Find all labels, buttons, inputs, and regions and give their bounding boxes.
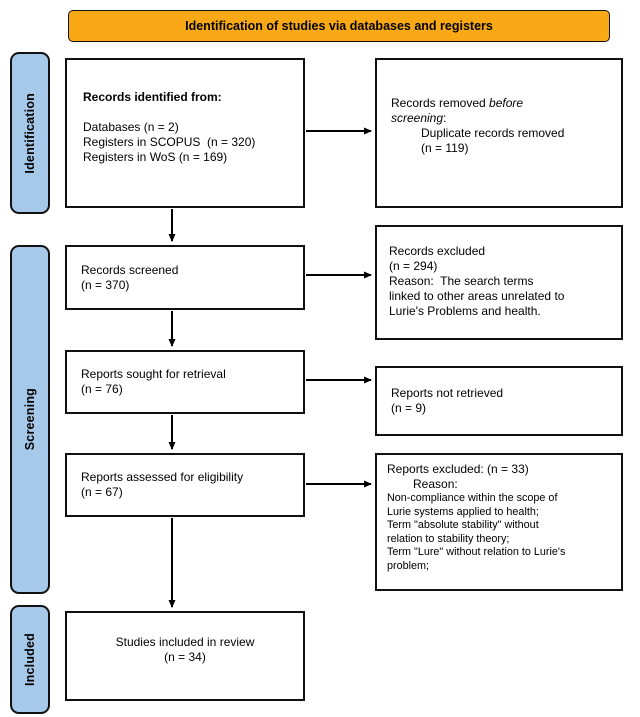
box-records-identified: Records identified from: Databases (n = … [65,58,305,208]
records-screened-count: (n = 370) [81,277,130,292]
reports-excluded-reason: Lurie systems applied to health; [387,505,539,518]
reports-excluded-reason: Non-compliance within the scope of [387,492,558,504]
stage-identification: Identification [10,52,50,214]
studies-included-line: Studies included in review [115,635,255,649]
reports-assessed-line: Reports assessed for eligibility [81,470,244,484]
records-removed-heading2: screening: [391,111,613,126]
diagram-title-label: Identification of studies via databases … [185,19,493,33]
stage-screening: Screening [10,245,50,594]
diagram-title: Identification of studies via databases … [68,10,610,42]
box-reports-assessed: Reports assessed for eligibility (n = 67… [65,453,305,517]
box-reports-not-retrieved: Reports not retrieved (n = 9) [375,366,623,436]
reports-sought-line: Reports sought for retrieval [81,367,226,381]
records-removed-text: : [443,111,447,125]
reports-excluded-reason-label: Reason: [413,477,458,491]
records-removed-detail: (n = 119) [421,141,469,155]
records-identified-line: Databases (n = 2) [83,120,179,134]
records-removed-heading: Records removed before [391,96,613,111]
records-identified-heading: Records identified from: [83,90,222,104]
records-excluded-count: (n = 294) [389,259,438,273]
reports-sought-count: (n = 76) [81,382,123,396]
records-excluded-reason: Lurie's Problems and health. [389,304,541,318]
reports-excluded-reason: relation to stability theory; [387,532,510,545]
records-identified-line: Registers in SCOPUS (n = 320) [83,135,256,149]
reports-excluded-reason: problem; [387,559,430,572]
box-records-screened: Records screened (n = 370) [65,245,305,310]
reports-not-retrieved-count: (n = 9) [391,401,427,415]
reports-excluded-heading: Reports excluded: (n = 33) [387,462,529,476]
box-studies-included: Studies included in review (n = 34) [65,611,305,701]
stage-included: Included [10,605,50,714]
box-records-excluded: Records excluded (n = 294) Reason: The s… [375,225,623,340]
records-identified-line: Registers in WoS (n = 169) [83,150,228,164]
records-excluded-reason: Reason: The search terms [389,274,534,288]
records-screened-line: Records screened [81,262,179,277]
box-records-removed: Records removed before screening: Duplic… [375,58,623,208]
records-removed-detail: Duplicate records removed [421,126,565,140]
records-removed-italic: screening [391,111,444,125]
reports-assessed-count: (n = 67) [81,485,123,499]
records-removed-italic: before [489,96,524,110]
reports-excluded-reason: Term "absolute stability" without [387,519,539,531]
box-reports-sought: Reports sought for retrieval (n = 76) [65,350,305,414]
records-excluded-reason: linked to other areas unrelated to [389,289,565,303]
reports-not-retrieved-line: Reports not retrieved [391,386,504,400]
studies-included-count: (n = 34) [164,650,206,664]
records-removed-text: Records removed [391,96,490,110]
box-reports-excluded: Reports excluded: (n = 33) Reason: Non-c… [375,453,623,591]
records-excluded-line: Records excluded [389,244,486,258]
reports-excluded-reason: Term "Lure" without relation to Lurie's [387,546,566,558]
